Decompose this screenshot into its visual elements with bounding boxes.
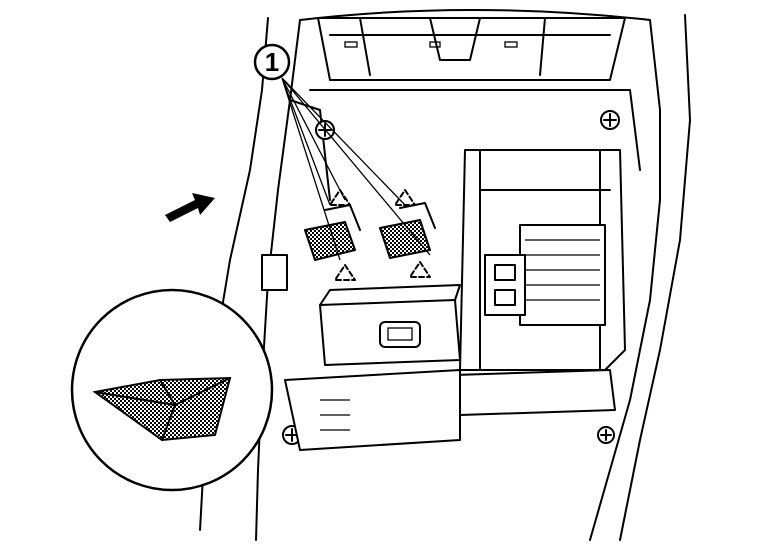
module-box [284,284,461,451]
direction-arrow-icon [165,193,215,222]
callout-leaders [281,77,431,261]
clips [261,189,436,291]
screw-icon [597,426,615,444]
control-unit-bracket [454,149,626,416]
callout-label: 1 [265,47,279,77]
screw-icon [600,110,620,130]
air-vent [317,17,626,81]
clip-detail-inset [70,288,274,492]
callout-1: 1 [253,43,291,81]
